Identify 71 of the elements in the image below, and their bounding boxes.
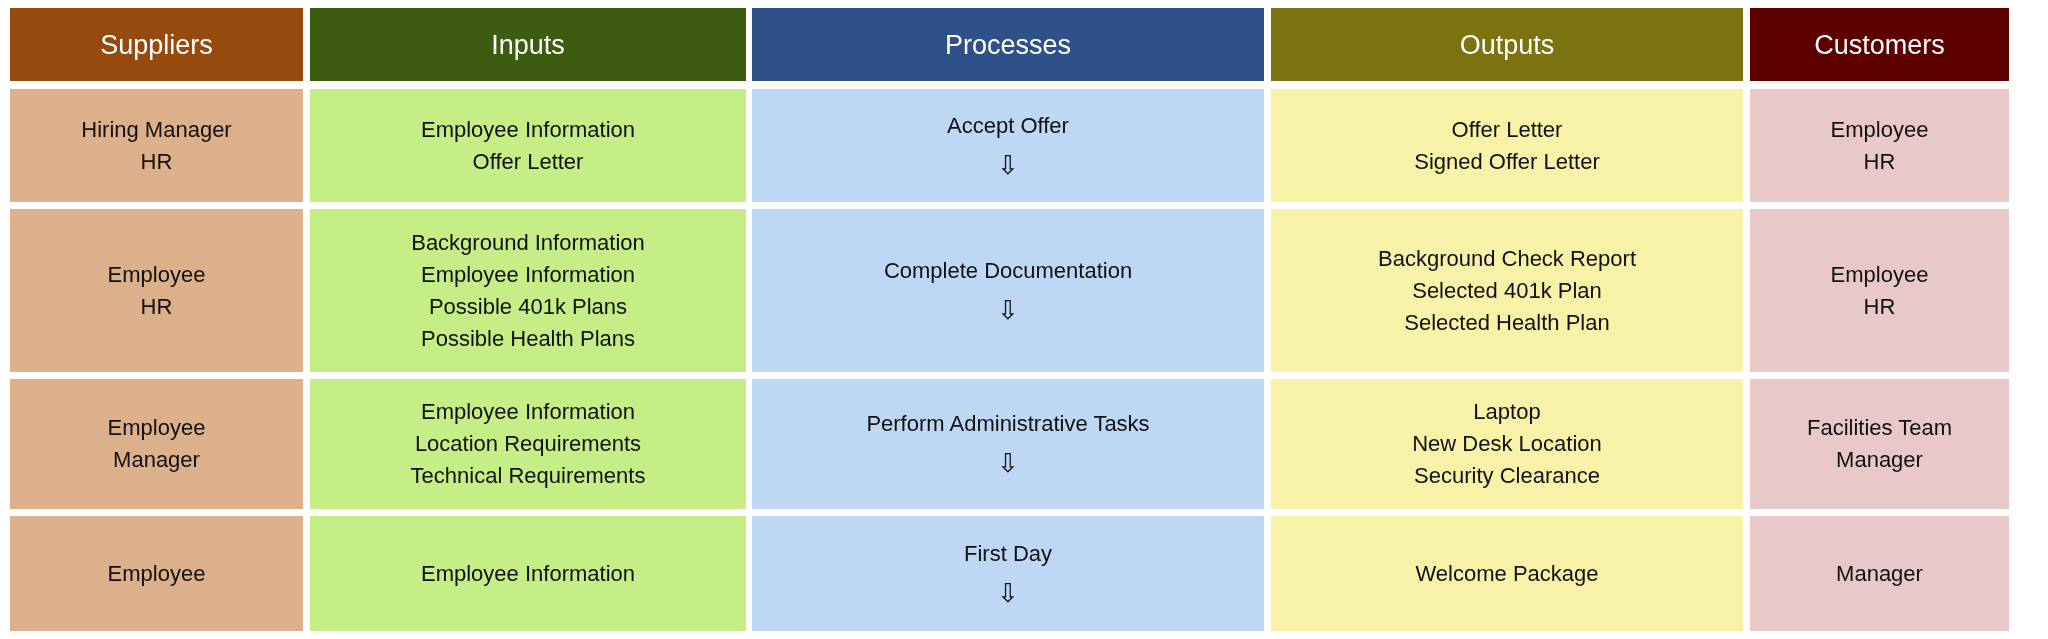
table-cell <box>10 516 303 631</box>
table-cell <box>10 89 303 202</box>
table-cell <box>752 209 1264 372</box>
cell-text: Manager <box>113 446 200 474</box>
cell-text: Employee Information <box>421 260 635 289</box>
cell-text: Selected Health Plan <box>1404 308 1610 337</box>
column-header <box>10 8 303 81</box>
cell-text: First Day <box>964 539 1052 568</box>
column-header <box>1271 8 1743 81</box>
cell-text: Manager <box>1836 446 1923 474</box>
cell-text: Complete Documentation <box>883 256 1133 285</box>
table-cell <box>1750 209 2009 372</box>
cell-text: HR <box>140 147 173 176</box>
cell-text: Offer Letter <box>472 147 584 176</box>
table-cell <box>752 89 1264 202</box>
header-text: Customers <box>1814 28 1945 61</box>
table-cell <box>1750 516 2009 631</box>
column-header <box>1750 8 2009 81</box>
down-arrow-glyph: ⇩ <box>997 148 1019 182</box>
cell-text: Employee <box>1830 260 1929 289</box>
cell-text: Manager <box>1836 559 1923 588</box>
table-cell <box>1271 379 1743 509</box>
table-cell <box>10 209 303 372</box>
header-text: Processes <box>944 28 1072 61</box>
table-cell <box>10 379 303 509</box>
cell-text: Facilities Team <box>1806 414 1953 442</box>
table-cell <box>1271 209 1743 372</box>
cell-text: Offer Letter <box>1451 115 1563 144</box>
cell-text: Welcome Package <box>1415 559 1599 588</box>
table-cell <box>752 379 1264 509</box>
cell-text: Employee <box>107 559 206 588</box>
cell-text: Laptop <box>1473 398 1541 426</box>
cell-text: Perform Administrative Tasks <box>866 410 1150 438</box>
table-cell <box>310 379 746 509</box>
cell-text: Possible Health Plans <box>421 324 635 353</box>
column-header <box>310 8 746 81</box>
cell-text: HR <box>140 292 173 321</box>
cell-text: Security Clearance <box>1414 462 1600 490</box>
cell-text: Employee <box>107 260 206 289</box>
cell-text: Accept Offer <box>947 111 1069 140</box>
header-text: Outputs <box>1459 28 1555 61</box>
cell-text: Technical Requirements <box>410 462 646 490</box>
cell-text: Employee Information <box>421 398 635 426</box>
cell-text: Possible 401k Plans <box>428 292 628 321</box>
cell-text: Selected 401k Plan <box>1412 276 1602 305</box>
table-cell <box>310 516 746 631</box>
cell-text: HR <box>1863 147 1896 176</box>
header-text: Inputs <box>491 28 565 61</box>
table-cell <box>1271 89 1743 202</box>
down-arrow-glyph: ⇩ <box>997 447 1019 480</box>
cell-text: Employee Information <box>421 115 635 144</box>
down-arrow-glyph: ⇩ <box>997 576 1019 610</box>
down-arrow-glyph: ⇩ <box>997 293 1019 327</box>
table-cell <box>310 89 746 202</box>
cell-text: New Desk Location <box>1412 430 1602 458</box>
cell-text: Employee <box>107 414 206 442</box>
cell-text: Location Requirements <box>414 430 642 458</box>
cell-text: Signed Offer Letter <box>1414 147 1600 176</box>
cell-text: Hiring Manager <box>81 115 232 144</box>
column-header <box>752 8 1264 81</box>
table-cell <box>310 209 746 372</box>
table-cell <box>1750 89 2009 202</box>
cell-text: Employee Information <box>421 559 635 588</box>
table-cell <box>1271 516 1743 631</box>
table-cell <box>1750 379 2009 509</box>
cell-text: HR <box>1863 292 1896 321</box>
table-cell <box>752 516 1264 631</box>
cell-text: Background Information <box>411 228 645 257</box>
header-text: Suppliers <box>100 28 213 61</box>
cell-text: Background Check Report <box>1378 244 1636 273</box>
cell-text: Employee <box>1830 115 1929 144</box>
